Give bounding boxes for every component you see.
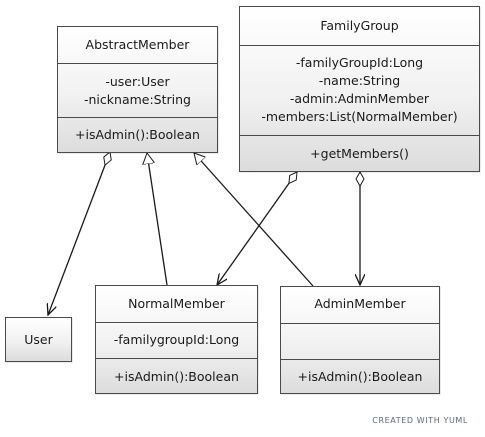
class-name: AdminMember <box>314 296 406 311</box>
attribute: -name:String <box>318 73 401 88</box>
attribute: -familyGroupId:Long <box>295 55 424 70</box>
class-user[interactable]: User <box>5 317 72 362</box>
class-name-section: AdminMember <box>281 287 439 323</box>
aggregation-abstractmember-user <box>47 151 112 316</box>
class-familygroup[interactable]: FamilyGroup -familyGroupId:Long -name:St… <box>239 6 480 172</box>
inheritance-adminmember-abstractmember <box>194 153 314 287</box>
method: +isAdmin():Boolean <box>297 369 423 384</box>
attribute: -members:List(NormalMember) <box>261 109 458 124</box>
methods-section: +isAdmin():Boolean <box>281 359 439 394</box>
methods-section: +getMembers() <box>240 135 479 172</box>
class-abstractmember[interactable]: AbstractMember -user:User -nickname:Stri… <box>57 26 218 153</box>
attributes-section <box>281 323 439 359</box>
methods-section: +isAdmin():Boolean <box>96 358 257 394</box>
class-name: User <box>24 332 53 347</box>
attribute: -nickname:String <box>84 92 191 107</box>
class-name-section: User <box>6 318 71 362</box>
method: +isAdmin():Boolean <box>114 369 239 384</box>
method: +isAdmin():Boolean <box>75 127 200 142</box>
class-normalmember[interactable]: NormalMember -familygroupId:Long +isAdmi… <box>95 285 258 394</box>
class-adminmember[interactable]: AdminMember +isAdmin():Boolean <box>280 286 440 394</box>
attributes-section: -familygroupId:Long <box>96 322 257 358</box>
class-name-section: FamilyGroup <box>240 7 479 45</box>
yuml-credit: CREATED WITH YUML <box>372 416 468 425</box>
class-name-section: AbstractMember <box>58 27 217 63</box>
method: +getMembers() <box>310 146 409 161</box>
attribute: -admin:AdminMember <box>289 91 430 106</box>
inheritance-normalmember-abstractmember <box>147 153 168 286</box>
attribute: -familygroupId:Long <box>113 332 240 347</box>
attribute: -user:User <box>105 74 170 89</box>
class-name: FamilyGroup <box>320 18 399 33</box>
attributes-section: -user:User -nickname:String <box>58 63 217 117</box>
class-name: AbstractMember <box>85 37 190 52</box>
aggregation-familygroup-normalmember <box>216 171 298 286</box>
attributes-section: -familyGroupId:Long -name:String -admin:… <box>240 45 479 135</box>
class-name: NormalMember <box>128 296 225 311</box>
class-name-section: NormalMember <box>96 286 257 322</box>
methods-section: +isAdmin():Boolean <box>58 117 217 153</box>
